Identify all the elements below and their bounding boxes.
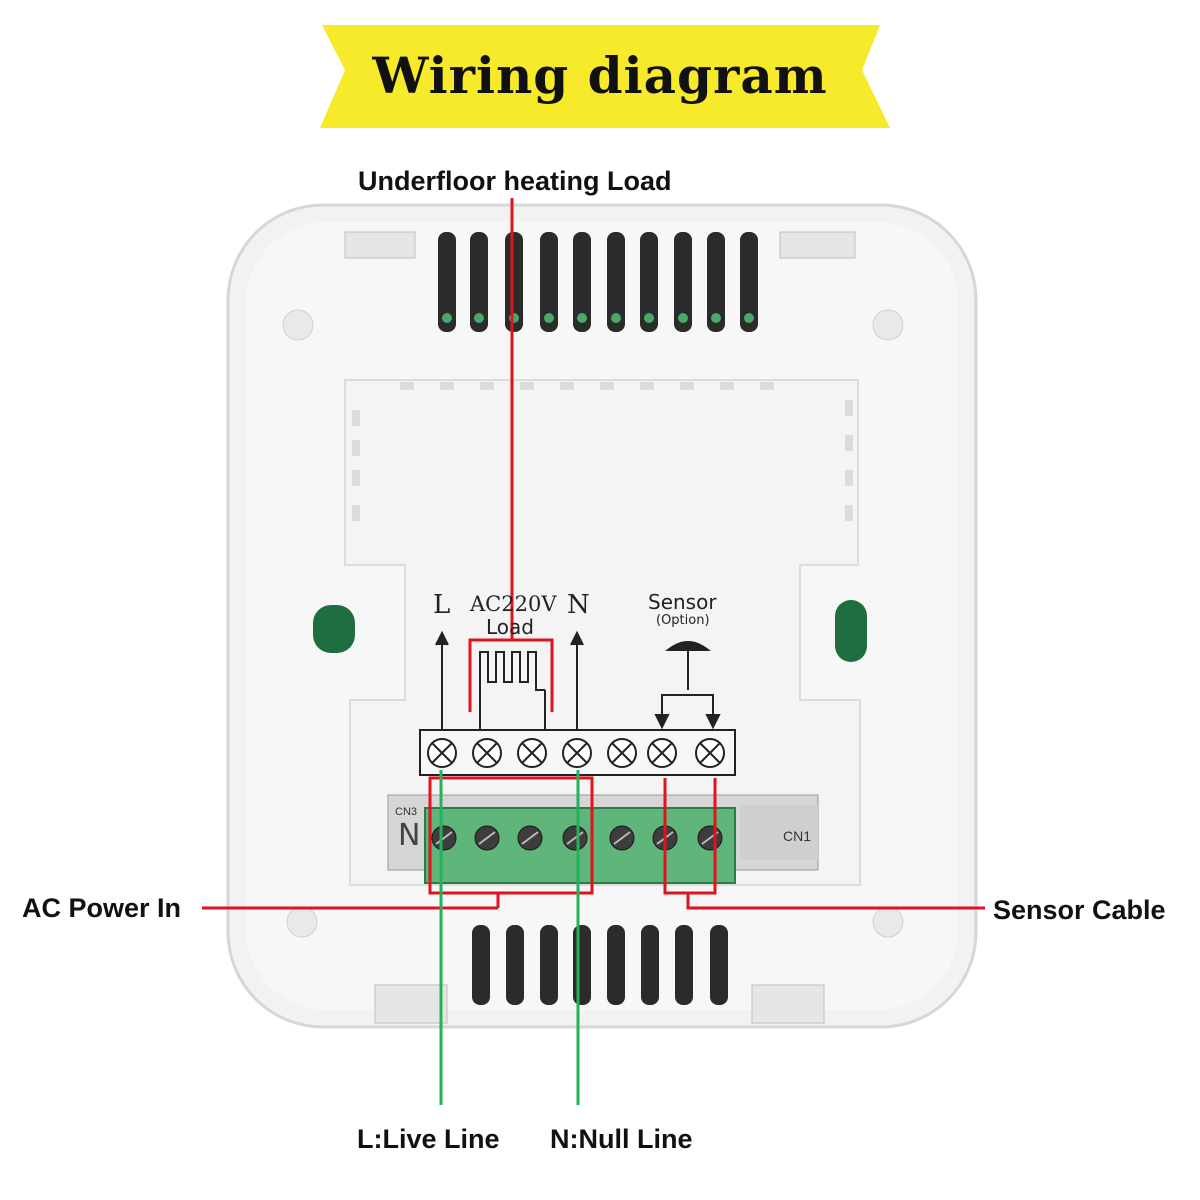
bottom-vent-slots bbox=[472, 925, 728, 1005]
live-terminal-label: L bbox=[433, 590, 451, 620]
load-label: Load bbox=[486, 615, 534, 639]
title-banner bbox=[320, 25, 890, 128]
page-title: Wiring diagram bbox=[372, 45, 828, 105]
top-right-clip bbox=[779, 231, 856, 259]
corner-hole bbox=[286, 906, 318, 938]
power-callout: AC Power In bbox=[22, 893, 182, 923]
pcb-n-mark: N bbox=[398, 818, 421, 853]
sensor-option-label: (Option) bbox=[656, 613, 710, 628]
bottom-right-clip bbox=[751, 984, 825, 1024]
top-vent-slots bbox=[438, 232, 758, 332]
printed-schematic bbox=[435, 630, 721, 732]
sensor-callout: Sensor Cable bbox=[993, 895, 1166, 925]
null-line-callout: N:Null Line bbox=[550, 1124, 693, 1154]
corner-hole bbox=[872, 906, 904, 938]
green-callout-lines bbox=[439, 770, 580, 1105]
sensor-label: Sensor bbox=[648, 590, 717, 614]
ac-voltage-label: AC220V bbox=[470, 592, 557, 616]
cn3-label: CN3 bbox=[395, 806, 418, 818]
cn1-label: CN1 bbox=[783, 828, 812, 844]
load-callout: Underfloor heating Load bbox=[358, 166, 672, 196]
corner-hole bbox=[282, 309, 314, 341]
left-mounting-slot bbox=[313, 605, 355, 653]
top-left-clip bbox=[344, 231, 416, 259]
null-terminal-label: N bbox=[567, 590, 590, 620]
bottom-left-clip bbox=[374, 984, 448, 1024]
live-line-callout: L:Live Line bbox=[357, 1124, 500, 1154]
corner-hole bbox=[872, 309, 904, 341]
terminal-screws bbox=[427, 738, 725, 768]
right-mounting-slot bbox=[835, 600, 867, 662]
red-callout-lines bbox=[202, 198, 985, 910]
panel-side-slots bbox=[352, 382, 853, 521]
